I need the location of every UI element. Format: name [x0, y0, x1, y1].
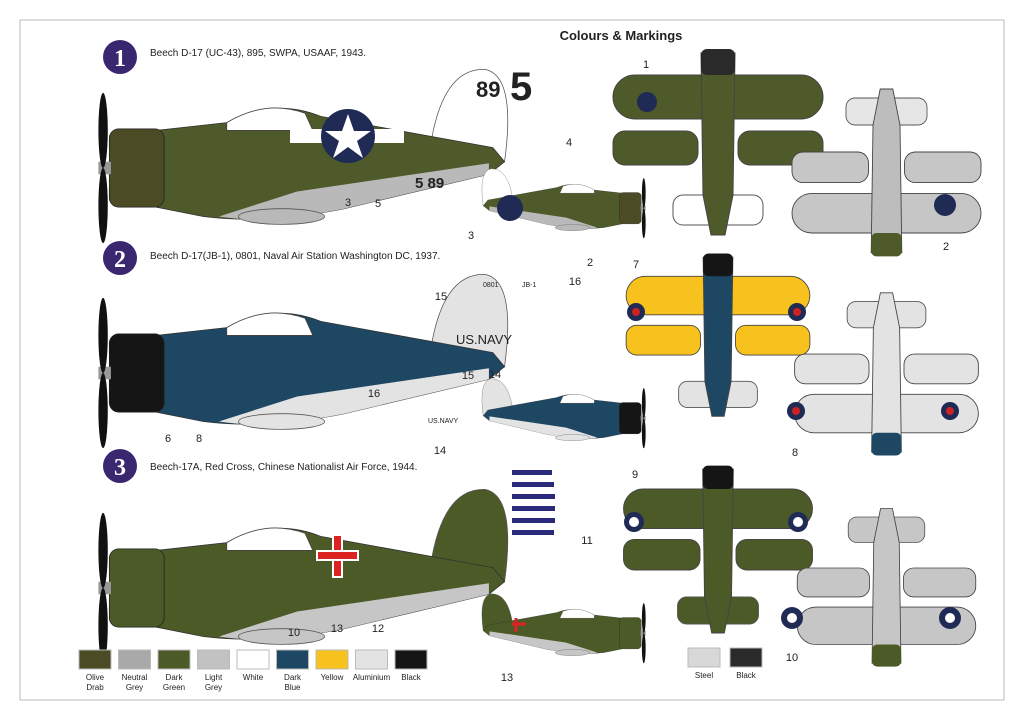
sheet-title: Colours & Markings	[560, 28, 683, 43]
rudder-text: US.NAVY	[456, 332, 512, 347]
callout-9: 9	[632, 469, 638, 481]
legend-swatch-8	[394, 649, 428, 670]
callout-3: 3	[468, 230, 474, 242]
profile-small-2	[481, 378, 646, 449]
callout-12: 12	[372, 623, 384, 635]
callout-13: 13	[331, 623, 343, 635]
scheme-caption-1: Beech D-17 (UC-43), 895, SWPA, USAAF, 19…	[150, 48, 366, 59]
callout-6: 6	[165, 433, 171, 445]
sheet-border	[19, 19, 1005, 701]
legend2-swatch-1	[729, 647, 763, 668]
legend-label-4: White	[243, 673, 264, 682]
legend2-label-1: Black	[736, 671, 757, 680]
fin-code2-2: JB-1	[522, 282, 537, 289]
callout-4: 4	[566, 137, 572, 149]
callout-1: 1	[643, 59, 649, 71]
small-rudder-text: US.NAVY	[428, 418, 459, 425]
rudder-stripes	[512, 470, 555, 535]
legend-swatch-3	[197, 649, 230, 670]
callout-16: 16	[368, 388, 380, 400]
legend-swatch-6	[315, 649, 349, 670]
callout-2: 2	[943, 241, 949, 253]
profile-large-3	[97, 488, 509, 664]
scheme-badge-1	[103, 40, 137, 74]
callout-16: 16	[569, 276, 581, 288]
bottom-view-3	[796, 507, 977, 668]
legend-swatch-2	[157, 649, 191, 670]
legend-swatch-7	[355, 649, 388, 670]
scheme-caption-2: Beech D-17(JB-1), 0801, Naval Air Statio…	[150, 251, 440, 262]
small-fin-code: 5 89	[415, 175, 444, 192]
scheme-number-1: 1	[114, 46, 126, 72]
profile-small-3	[481, 593, 646, 664]
bottom-view-1	[791, 88, 982, 257]
legend-swatch-5	[276, 649, 309, 670]
top-view-3	[622, 465, 814, 634]
scheme-3: 3 Beech-17A, Red Cross, Chinese National…	[97, 449, 977, 668]
legend-label-6: Yellow	[321, 673, 344, 682]
bottom-view-2	[794, 292, 979, 457]
callout-3: 3	[345, 197, 351, 209]
callout-7: 7	[633, 259, 639, 271]
callout-14: 14	[489, 369, 501, 381]
callout-14: 14	[434, 445, 446, 457]
callout-11: 11	[581, 535, 592, 547]
top-view-2	[625, 252, 811, 417]
callout-10: 10	[288, 627, 300, 639]
legend-swatch-4	[236, 649, 270, 670]
scheme-2: 2 Beech D-17(JB-1), 0801, Naval Air Stat…	[97, 241, 979, 457]
scheme-number-2: 2	[114, 247, 126, 273]
callout-5: 5	[375, 198, 381, 210]
callout-8: 8	[196, 433, 202, 445]
fin-code-2: 0801	[483, 282, 499, 289]
legend2-swatch-0	[687, 647, 721, 668]
callout-2: 2	[587, 257, 593, 269]
callout-15: 15	[435, 291, 447, 303]
legend-swatch-1	[118, 649, 151, 670]
scheme-1: 1 Beech D-17 (UC-43), 895, SWPA, USAAF, …	[97, 40, 982, 257]
callout-8: 8	[792, 447, 798, 459]
callout-15: 15	[462, 370, 474, 382]
legend-label-8: Black	[401, 673, 422, 682]
scheme-number-3: 3	[114, 455, 126, 481]
profile-large-1	[97, 68, 509, 244]
red-cross-marking	[316, 534, 359, 578]
fin-letter: 5	[510, 65, 532, 109]
fin-code: 89	[476, 77, 500, 102]
scheme-caption-3: Beech-17A, Red Cross, Chinese Nationalis…	[150, 462, 417, 473]
legend2-label-0: Steel	[695, 671, 713, 680]
callout-13: 13	[501, 672, 513, 684]
legend-swatch-0	[78, 649, 112, 670]
legend-label-7: Aluminium	[353, 673, 391, 682]
callout-10: 10	[786, 652, 798, 664]
